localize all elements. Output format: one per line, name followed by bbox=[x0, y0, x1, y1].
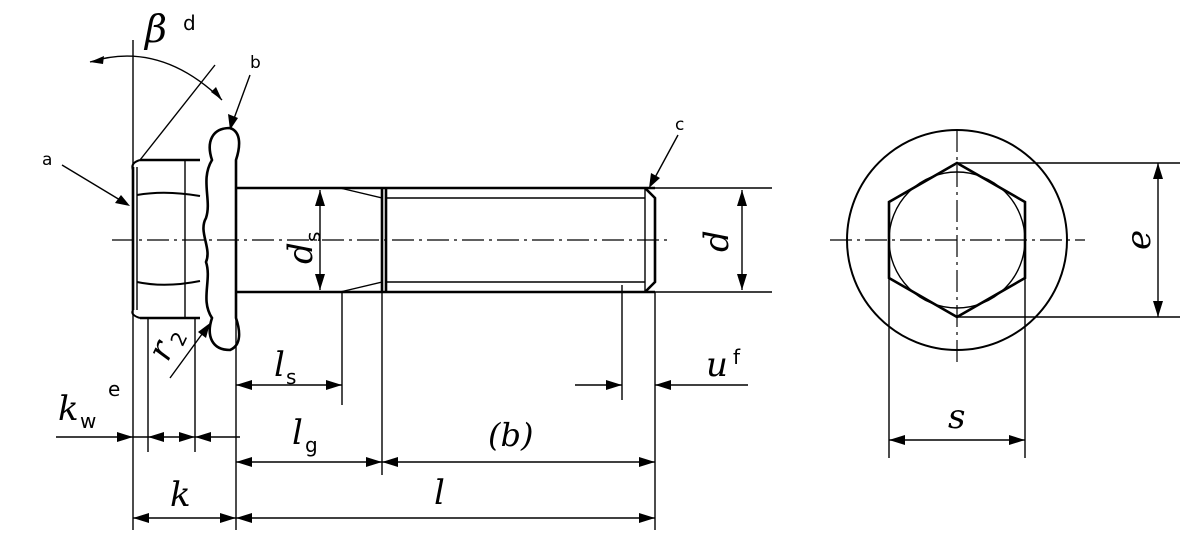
callout-a: a bbox=[42, 150, 130, 206]
lg-subscript: g bbox=[305, 433, 318, 457]
lg-symbol: l bbox=[292, 413, 303, 453]
hex-head bbox=[131, 158, 201, 320]
ls-subscript: s bbox=[286, 365, 296, 389]
kw-dimension: k w e bbox=[56, 377, 240, 442]
e-symbol: e bbox=[1119, 230, 1159, 250]
beta-symbol: β bbox=[143, 7, 167, 51]
callout-c-label: c bbox=[675, 115, 684, 135]
b-symbol: (b) bbox=[488, 416, 533, 454]
b-dimension: (b) bbox=[382, 416, 655, 467]
beta-angle-dimension: β d bbox=[89, 7, 223, 161]
ls-dimension: l s bbox=[236, 345, 342, 390]
s-symbol: s bbox=[948, 397, 965, 437]
l-symbol: l bbox=[434, 473, 445, 513]
side-view: β d a b c d s bbox=[42, 7, 772, 530]
r2-dimension: r 2 bbox=[140, 323, 210, 379]
ds-subscript: s bbox=[301, 232, 325, 242]
ds-dimension: d s bbox=[281, 190, 325, 290]
flange-circle bbox=[846, 129, 1068, 351]
kw-symbol: k bbox=[58, 389, 79, 429]
extension-lines bbox=[147, 187, 772, 530]
callout-b: b bbox=[228, 53, 261, 130]
ls-symbol: l bbox=[274, 345, 285, 385]
d-symbol: d bbox=[697, 230, 737, 252]
u-symbol: u bbox=[706, 345, 728, 385]
s-dimension: s bbox=[888, 278, 1026, 458]
flange bbox=[202, 126, 241, 352]
end-view: e s bbox=[830, 129, 1180, 458]
u-dimension: u f bbox=[575, 345, 748, 390]
hex-inscribed-circle bbox=[888, 171, 1026, 309]
d-dimension: d bbox=[697, 190, 747, 290]
lg-dimension: l g bbox=[236, 413, 382, 467]
callout-b-label: b bbox=[250, 53, 261, 73]
kw-subscript: w bbox=[80, 409, 96, 433]
ds-symbol: d bbox=[281, 242, 321, 264]
beta-note: d bbox=[183, 11, 196, 35]
u-note: f bbox=[733, 345, 741, 369]
l-dimension: l bbox=[236, 473, 655, 523]
k-dimension: k bbox=[133, 475, 236, 523]
e-dimension: e bbox=[957, 162, 1180, 318]
kw-note: e bbox=[108, 377, 120, 401]
k-symbol: k bbox=[170, 475, 191, 515]
bolt-shank bbox=[236, 186, 657, 294]
callout-c: c bbox=[649, 115, 684, 188]
callout-a-label: a bbox=[42, 150, 52, 170]
